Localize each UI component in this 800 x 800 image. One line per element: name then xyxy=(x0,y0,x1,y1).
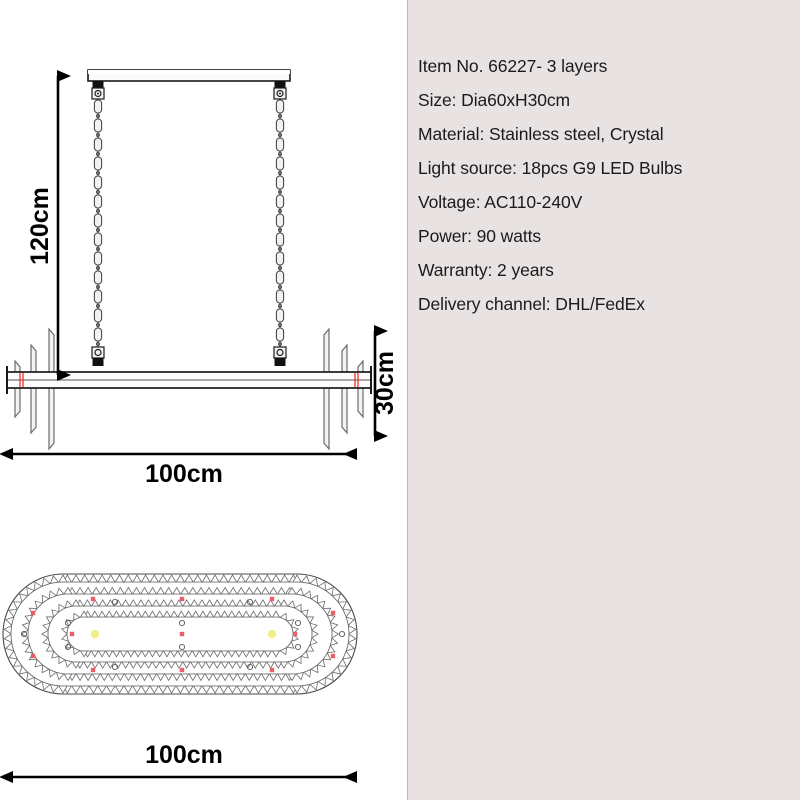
spec-size: Size: Dia60xH30cm xyxy=(418,90,570,110)
plan-crystal-rows xyxy=(3,574,357,694)
spec-item-no: Item No. 66227- 3 layers xyxy=(418,56,608,76)
crystal-panels-right xyxy=(323,327,364,451)
spec-light-source: Light source: 18pcs G9 LED Bulbs xyxy=(418,158,683,178)
dimension-width-100: 100cm xyxy=(0,448,357,488)
crystal-panels-left xyxy=(14,327,55,451)
dimension-label-plan-width: 100cm xyxy=(145,741,223,769)
dimension-label-height: 120cm xyxy=(26,187,54,265)
dimension-plan-width-100: 100cm xyxy=(0,741,357,783)
spec-power: Power: 90 watts xyxy=(418,226,541,246)
spec-list: Item No. 66227- 3 layers Size: Dia60xH30… xyxy=(418,56,796,330)
dimension-height-120: 120cm xyxy=(26,70,71,381)
fixture-body-bar xyxy=(6,366,372,394)
spec-warranty: Warranty: 2 years xyxy=(418,260,554,280)
plan-light-dots xyxy=(20,596,346,673)
chain-left xyxy=(91,81,105,366)
specification-panel: Item No. 66227- 3 layers Size: Dia60xH30… xyxy=(408,0,800,800)
chain-right xyxy=(273,81,287,366)
spec-material: Material: Stainless steel, Crystal xyxy=(418,124,664,144)
plan-view: 100cm xyxy=(0,573,358,783)
dimension-label-width: 100cm xyxy=(145,460,223,488)
technical-drawing-panel: 120cm 30cm 100cm xyxy=(0,69,399,783)
dimension-body-30: 30cm xyxy=(371,325,399,442)
panel-divider xyxy=(407,0,408,800)
spec-delivery: Delivery channel: DHL/FedEx xyxy=(418,294,645,314)
dimension-label-body-height: 30cm xyxy=(371,351,399,415)
elevation-view: 120cm 30cm 100cm xyxy=(0,69,399,488)
accent-marks xyxy=(19,373,359,387)
ceiling-canopy xyxy=(87,69,291,82)
spec-voltage: Voltage: AC110-240V xyxy=(418,192,583,212)
